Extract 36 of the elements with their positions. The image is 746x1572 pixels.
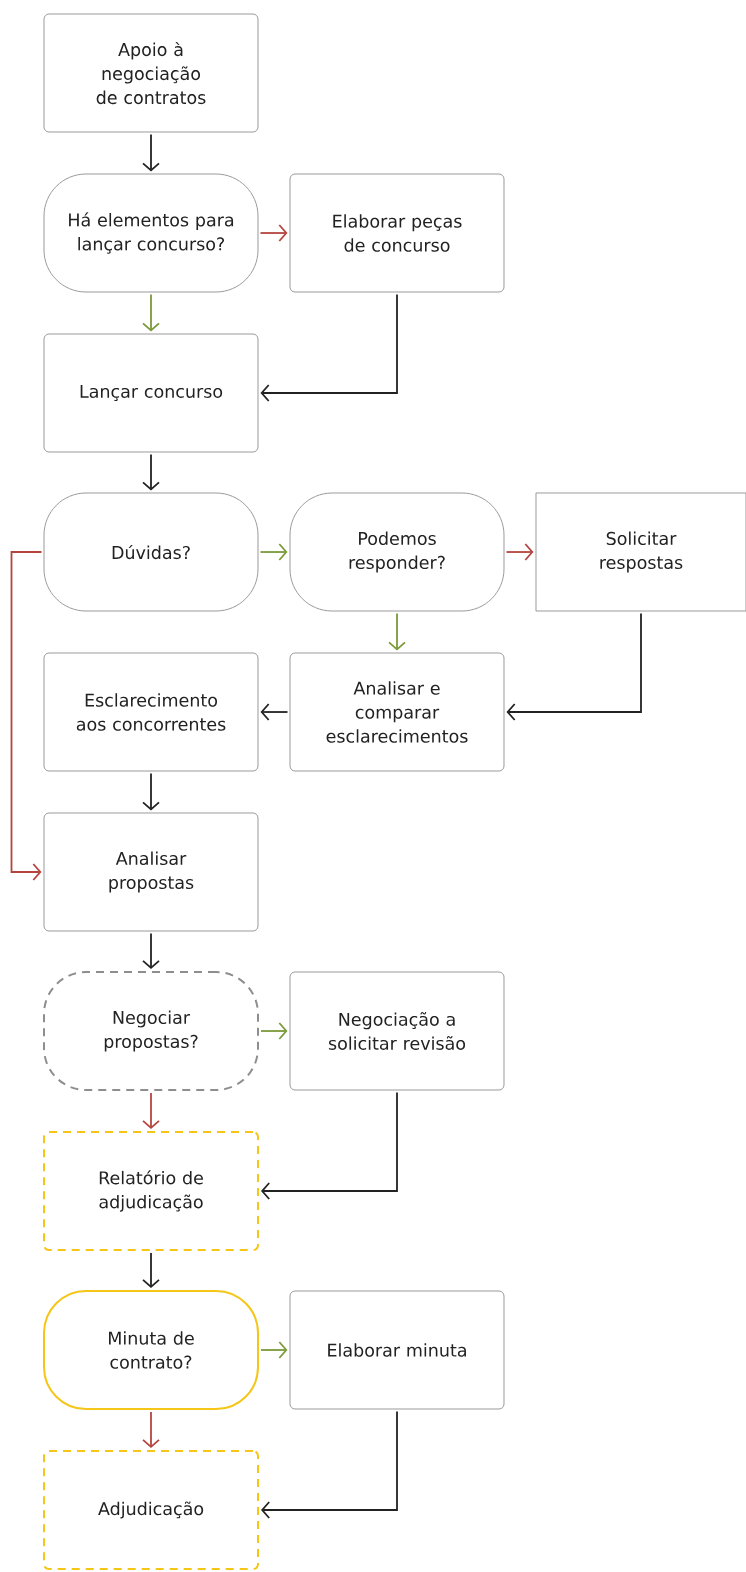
decision-box: Há elementos para lançar concurso? bbox=[43, 173, 259, 293]
process-box: Elaborar peças de concurso bbox=[289, 173, 505, 293]
process-box: Relatório de adjudicação bbox=[43, 1131, 259, 1251]
arrow bbox=[142, 932, 160, 969]
arrow bbox=[261, 1410, 398, 1519]
process-box: Analisar propostas bbox=[43, 812, 259, 932]
arrow bbox=[142, 1252, 160, 1288]
arrow bbox=[142, 772, 160, 811]
decision-box: Minuta de contrato? bbox=[43, 1290, 259, 1410]
arrow bbox=[506, 612, 642, 721]
arrow bbox=[260, 1341, 288, 1359]
arrow bbox=[142, 1092, 160, 1129]
process-box: Adjudicação bbox=[43, 1450, 259, 1570]
process-box: Esclarecimento aos concorrentes bbox=[43, 652, 259, 772]
process-box: Apoio à negociação de contratos bbox=[43, 13, 259, 133]
decision-box: Podemos responder? bbox=[289, 492, 505, 612]
decision-box: Negociar propostas? bbox=[43, 971, 259, 1091]
arrow bbox=[388, 612, 406, 651]
arrow bbox=[260, 1022, 288, 1040]
arrow bbox=[260, 703, 289, 721]
process-box: Lançar concurso bbox=[43, 333, 259, 453]
process-box: Solicitar respostas bbox=[535, 492, 746, 612]
arrow bbox=[259, 543, 288, 561]
process-box: Analisar e comparar esclarecimentos bbox=[289, 652, 505, 772]
arrow bbox=[261, 1091, 398, 1200]
process-box: Negociação a solicitar revisão bbox=[289, 971, 505, 1091]
arrow bbox=[142, 453, 160, 491]
decision-box: Dúvidas? bbox=[43, 492, 259, 612]
process-box: Elaborar minuta bbox=[289, 1290, 505, 1410]
arrow bbox=[142, 133, 160, 172]
arrow bbox=[10, 551, 43, 881]
arrow bbox=[505, 543, 534, 561]
arrow bbox=[142, 293, 160, 332]
arrow bbox=[142, 1411, 160, 1448]
arrow bbox=[260, 293, 398, 402]
arrow bbox=[259, 224, 288, 242]
